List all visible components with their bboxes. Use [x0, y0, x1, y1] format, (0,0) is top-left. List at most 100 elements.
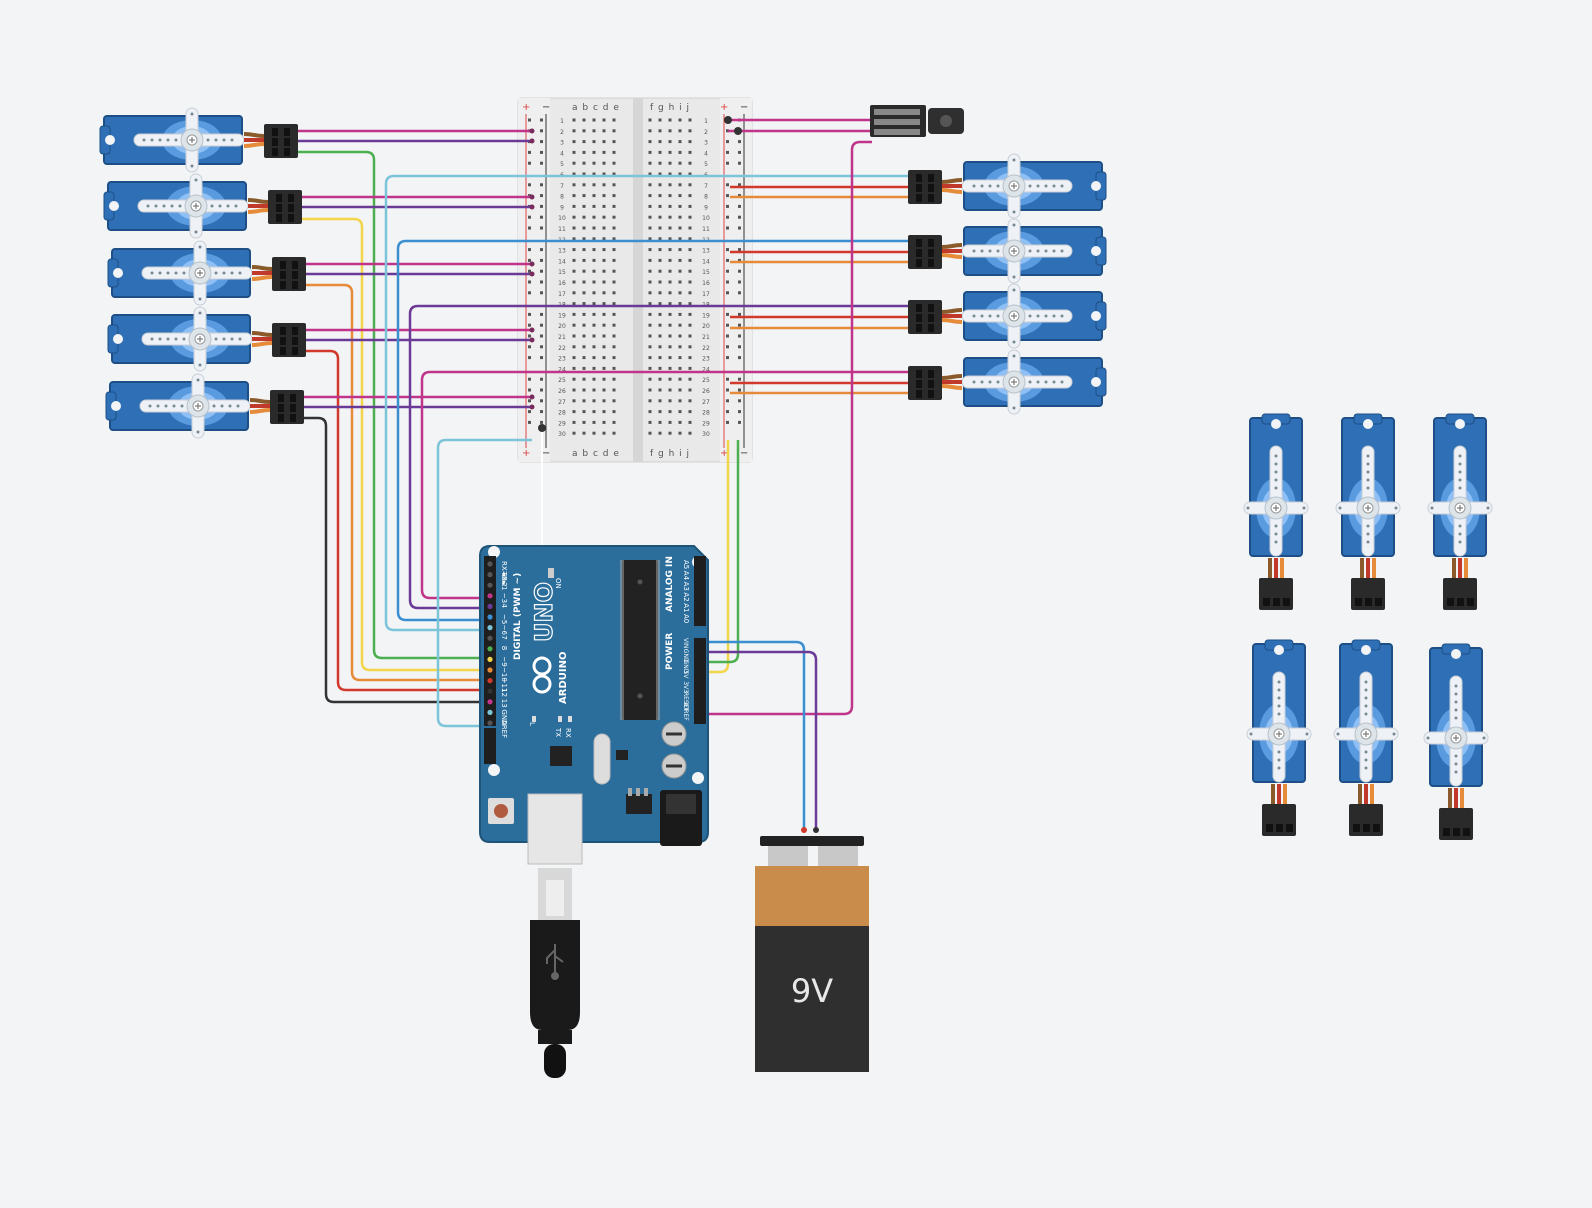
bb-hole[interactable]: [658, 410, 662, 414]
bb-hole[interactable]: [582, 161, 586, 165]
bb-hole[interactable]: [612, 399, 616, 403]
bb-hole[interactable]: [658, 377, 662, 381]
bb-hole[interactable]: [738, 334, 741, 338]
bb-hole[interactable]: [658, 291, 662, 295]
bb-hole[interactable]: [528, 334, 531, 338]
bb-hole[interactable]: [582, 204, 586, 208]
bb-hole[interactable]: [528, 377, 531, 381]
bb-hole[interactable]: [592, 129, 596, 133]
bb-hole[interactable]: [572, 302, 576, 306]
bb-hole[interactable]: [658, 161, 662, 165]
digital-pin[interactable]: [487, 709, 493, 716]
bb-hole[interactable]: [592, 215, 596, 219]
bb-hole[interactable]: [648, 280, 652, 284]
bb-hole[interactable]: [592, 302, 596, 306]
bb-hole[interactable]: [688, 226, 692, 230]
bb-hole[interactable]: [612, 431, 616, 435]
bb-hole[interactable]: [582, 269, 586, 273]
bb-hole[interactable]: [688, 140, 692, 144]
bb-hole[interactable]: [592, 410, 596, 414]
bb-hole[interactable]: [602, 356, 606, 360]
bb-hole[interactable]: [678, 194, 682, 198]
bb-hole[interactable]: [582, 388, 586, 392]
bb-hole[interactable]: [668, 366, 672, 370]
bb-hole[interactable]: [726, 248, 729, 252]
bb-hole[interactable]: [540, 226, 543, 230]
bb-hole[interactable]: [648, 388, 652, 392]
bb-hole[interactable]: [648, 226, 652, 230]
bb-hole[interactable]: [726, 215, 729, 219]
bb-hole[interactable]: [592, 140, 596, 144]
bb-hole[interactable]: [528, 291, 531, 295]
bb-hole[interactable]: [528, 194, 531, 198]
bb-hole[interactable]: [612, 140, 616, 144]
bb-hole[interactable]: [648, 172, 652, 176]
bb-hole[interactable]: [678, 377, 682, 381]
battery-9v[interactable]: 9V: [755, 827, 869, 1072]
bb-hole[interactable]: [688, 172, 692, 176]
bb-hole[interactable]: [582, 183, 586, 187]
bb-hole[interactable]: [592, 323, 596, 327]
bb-hole[interactable]: [678, 140, 682, 144]
bb-hole[interactable]: [658, 140, 662, 144]
bb-hole[interactable]: [540, 420, 543, 424]
bb-hole[interactable]: [572, 129, 576, 133]
bb-hole[interactable]: [688, 118, 692, 122]
digital-pin[interactable]: [487, 720, 493, 726]
bb-hole[interactable]: [678, 410, 682, 414]
servo-spare-5[interactable]: [1332, 638, 1400, 838]
bb-hole[interactable]: [648, 118, 652, 122]
bb-hole[interactable]: [528, 323, 531, 327]
bb-hole[interactable]: [602, 204, 606, 208]
bb-hole[interactable]: [678, 356, 682, 360]
bb-hole[interactable]: [572, 345, 576, 349]
bb-hole[interactable]: [738, 410, 741, 414]
bb-hole[interactable]: [668, 345, 672, 349]
bb-hole[interactable]: [602, 269, 606, 273]
bb-hole[interactable]: [658, 248, 662, 252]
bb-hole[interactable]: [612, 345, 616, 349]
bb-hole[interactable]: [678, 129, 682, 133]
bb-hole[interactable]: [592, 431, 596, 435]
bb-hole[interactable]: [678, 183, 682, 187]
bb-hole[interactable]: [602, 248, 606, 252]
bb-hole[interactable]: [678, 161, 682, 165]
bb-hole[interactable]: [612, 280, 616, 284]
bb-hole[interactable]: [612, 118, 616, 122]
wire[interactable]: [298, 150, 490, 660]
bb-hole[interactable]: [648, 377, 652, 381]
bb-hole[interactable]: [688, 269, 692, 273]
digital-pin[interactable]: [487, 561, 493, 567]
bb-hole[interactable]: [602, 280, 606, 284]
bb-hole[interactable]: [612, 420, 616, 424]
bb-hole[interactable]: [688, 420, 692, 424]
servo-left-4[interactable]: [106, 305, 308, 373]
bb-hole[interactable]: [668, 431, 672, 435]
bb-hole[interactable]: [678, 366, 682, 370]
bb-hole[interactable]: [592, 258, 596, 262]
bb-hole[interactable]: [572, 150, 576, 154]
bb-hole[interactable]: [612, 237, 616, 241]
bb-hole[interactable]: [528, 410, 531, 414]
bb-hole[interactable]: [528, 420, 531, 424]
bb-hole[interactable]: [540, 312, 543, 316]
breadboard[interactable]: + − + − + − + − a b c d e f g h i j a b …: [517, 97, 753, 463]
bb-hole[interactable]: [738, 215, 741, 219]
bb-hole[interactable]: [572, 388, 576, 392]
servo-left-3[interactable]: [106, 239, 308, 307]
bb-hole[interactable]: [592, 150, 596, 154]
bb-hole[interactable]: [582, 399, 586, 403]
bb-hole[interactable]: [592, 366, 596, 370]
bb-hole[interactable]: [612, 194, 616, 198]
bb-hole[interactable]: [648, 248, 652, 252]
bb-hole[interactable]: [668, 258, 672, 262]
bb-hole[interactable]: [648, 399, 652, 403]
bb-hole[interactable]: [726, 356, 729, 360]
bb-hole[interactable]: [726, 269, 729, 273]
digital-pin[interactable]: [487, 603, 493, 610]
servo-spare-6[interactable]: [1422, 642, 1490, 842]
bb-hole[interactable]: [726, 140, 729, 144]
wire[interactable]: [700, 640, 806, 828]
bb-hole[interactable]: [658, 431, 662, 435]
bb-hole[interactable]: [528, 345, 531, 349]
